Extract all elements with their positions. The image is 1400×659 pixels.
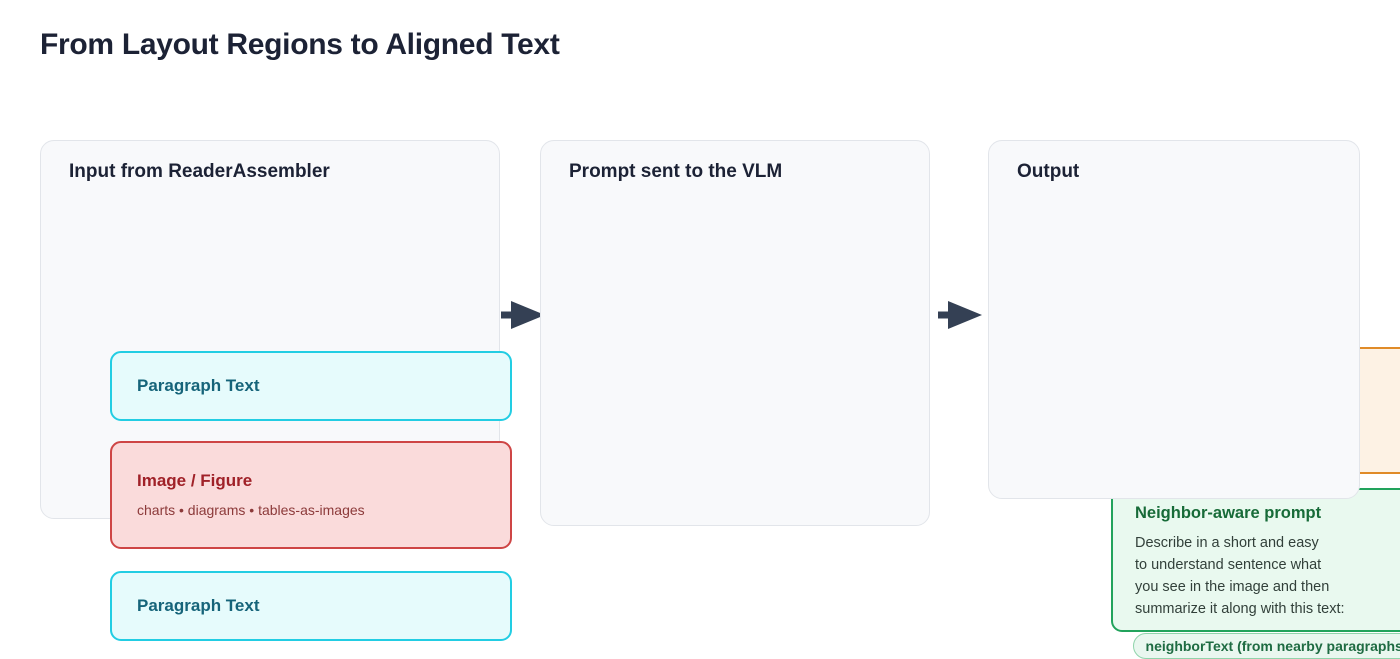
panel-output-title: Output	[1017, 161, 1080, 182]
card-title: Paragraph Text	[137, 375, 260, 395]
input-image-figure-card[interactable]: Image / Figure charts • diagrams • table…	[110, 441, 512, 549]
arrow-right-icon-prompt-to-output	[938, 295, 986, 335]
panel-output: Output Paragraph Text Caption (from imag…	[988, 140, 1360, 499]
panel-input-title: Input from ReaderAssembler	[69, 161, 330, 182]
input-paragraph-card-1[interactable]: Paragraph Text	[110, 351, 512, 421]
neighbor-aware-prompt-card[interactable]: Neighbor-aware prompt Describe in a shor…	[1111, 488, 1400, 632]
card-subtitle: charts • diagrams • tables-as-images	[137, 501, 365, 518]
neighbor-text-pill[interactable]: neighborText (from nearby paragraphs)	[1133, 633, 1400, 659]
neighbor-prompt-heading: Neighbor-aware prompt	[1135, 504, 1322, 522]
page-title: From Layout Regions to Aligned Text	[40, 28, 560, 61]
card-title: Image / Figure	[137, 471, 253, 491]
input-paragraph-card-2[interactable]: Paragraph Text	[110, 571, 512, 641]
card-title: Paragraph Text	[137, 595, 260, 615]
neighbor-prompt-body: Describe in a short and easy to understa…	[1135, 535, 1345, 618]
panel-prompt-title: Prompt sent to the VLM	[569, 161, 783, 182]
panel-input: Input from ReaderAssembler Paragraph Tex…	[40, 140, 512, 641]
arrow-right-icon-input-to-prompt	[501, 295, 549, 335]
panel-prompt: Prompt sent to the VLM Default prompt De…	[540, 140, 1400, 659]
